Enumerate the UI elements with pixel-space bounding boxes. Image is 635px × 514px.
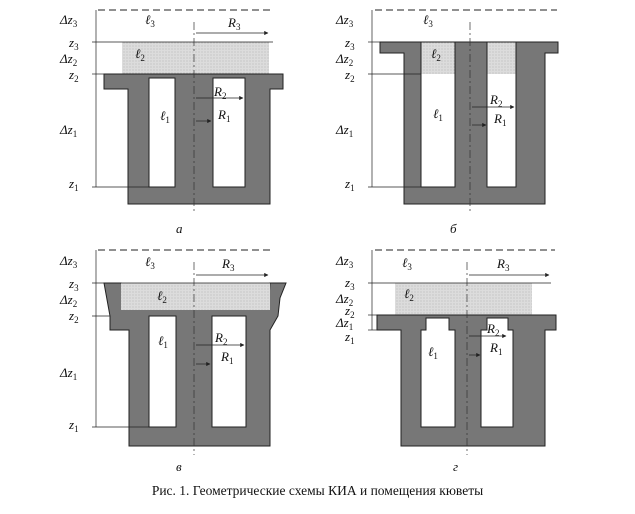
label-delta-z2: Δz2 [335, 51, 353, 68]
label-r1: R1 [220, 349, 233, 366]
label-delta-z1: Δz1 [335, 122, 353, 139]
label-r1: R1 [217, 107, 230, 124]
region-2-left [421, 42, 455, 74]
label-delta-z3: Δz3 [335, 253, 354, 270]
label-r2: R2 [489, 92, 502, 109]
region-2 [395, 283, 532, 315]
label-l1: ℓ1 [433, 106, 443, 123]
label-delta-z1: Δz1 [335, 315, 353, 332]
label-z1: z1 [68, 176, 79, 193]
panel-d [368, 249, 557, 455]
label-z1: z1 [68, 417, 79, 434]
region-2 [121, 283, 270, 310]
label-r2: R2 [214, 330, 227, 347]
label-l3: ℓ3 [423, 12, 433, 29]
region-2-right [487, 42, 516, 74]
label-delta-z2: Δz2 [59, 292, 77, 309]
label-l3: ℓ3 [145, 254, 155, 271]
label-delta-z3: Δz3 [59, 12, 78, 29]
label-z2: z2 [344, 303, 355, 320]
label-z2: z2 [68, 308, 79, 325]
label-delta-z2: Δz2 [335, 291, 353, 308]
label-z3: z3 [68, 276, 79, 293]
label-r2: R2 [486, 321, 499, 338]
cuvette-wall [379, 41, 559, 205]
label-l2: ℓ2 [404, 286, 414, 303]
panel-a [92, 9, 284, 212]
label-z3: z3 [344, 275, 355, 292]
label-l3: ℓ3 [402, 255, 412, 272]
label-z1: z1 [344, 176, 355, 193]
label-delta-z1: Δz1 [59, 365, 77, 382]
label-l1: ℓ1 [158, 333, 168, 350]
label-z2: z2 [344, 67, 355, 84]
region-2 [122, 42, 269, 74]
cuvette-wall [376, 314, 557, 447]
panel-b [368, 9, 559, 212]
label-l2: ℓ2 [135, 46, 145, 63]
label-delta-z3: Δz3 [335, 12, 354, 29]
panel-c [92, 249, 287, 455]
label-l2: ℓ2 [431, 46, 441, 63]
label-delta-z1: Δz1 [59, 122, 77, 139]
cuvette-wall [103, 73, 284, 205]
label-delta-z3: Δz3 [59, 253, 78, 270]
label-l2: ℓ2 [157, 288, 167, 305]
label-r1: R1 [489, 340, 502, 357]
label-l1: ℓ1 [428, 344, 438, 361]
label-r1: R1 [493, 111, 506, 128]
label-z3: z3 [344, 35, 355, 52]
label-z3: z3 [68, 35, 79, 52]
panel-letter-b: б [450, 221, 457, 236]
panel-letter-c: в [176, 459, 182, 474]
label-r3: R3 [496, 256, 510, 273]
label-z2: z2 [68, 67, 79, 84]
label-l3: ℓ3 [145, 12, 155, 29]
label-r2: R2 [213, 84, 226, 101]
label-l1: ℓ1 [160, 108, 170, 125]
figure-caption: Рис. 1. Геометрические схемы КИА и помещ… [151, 483, 484, 498]
panel-letter-d: г [453, 459, 458, 474]
label-r3: R3 [227, 15, 241, 32]
panel-letter-a: а [176, 221, 183, 236]
label-z1: z1 [344, 329, 355, 346]
label-r3: R3 [221, 256, 235, 273]
label-delta-z2: Δz2 [59, 51, 77, 68]
